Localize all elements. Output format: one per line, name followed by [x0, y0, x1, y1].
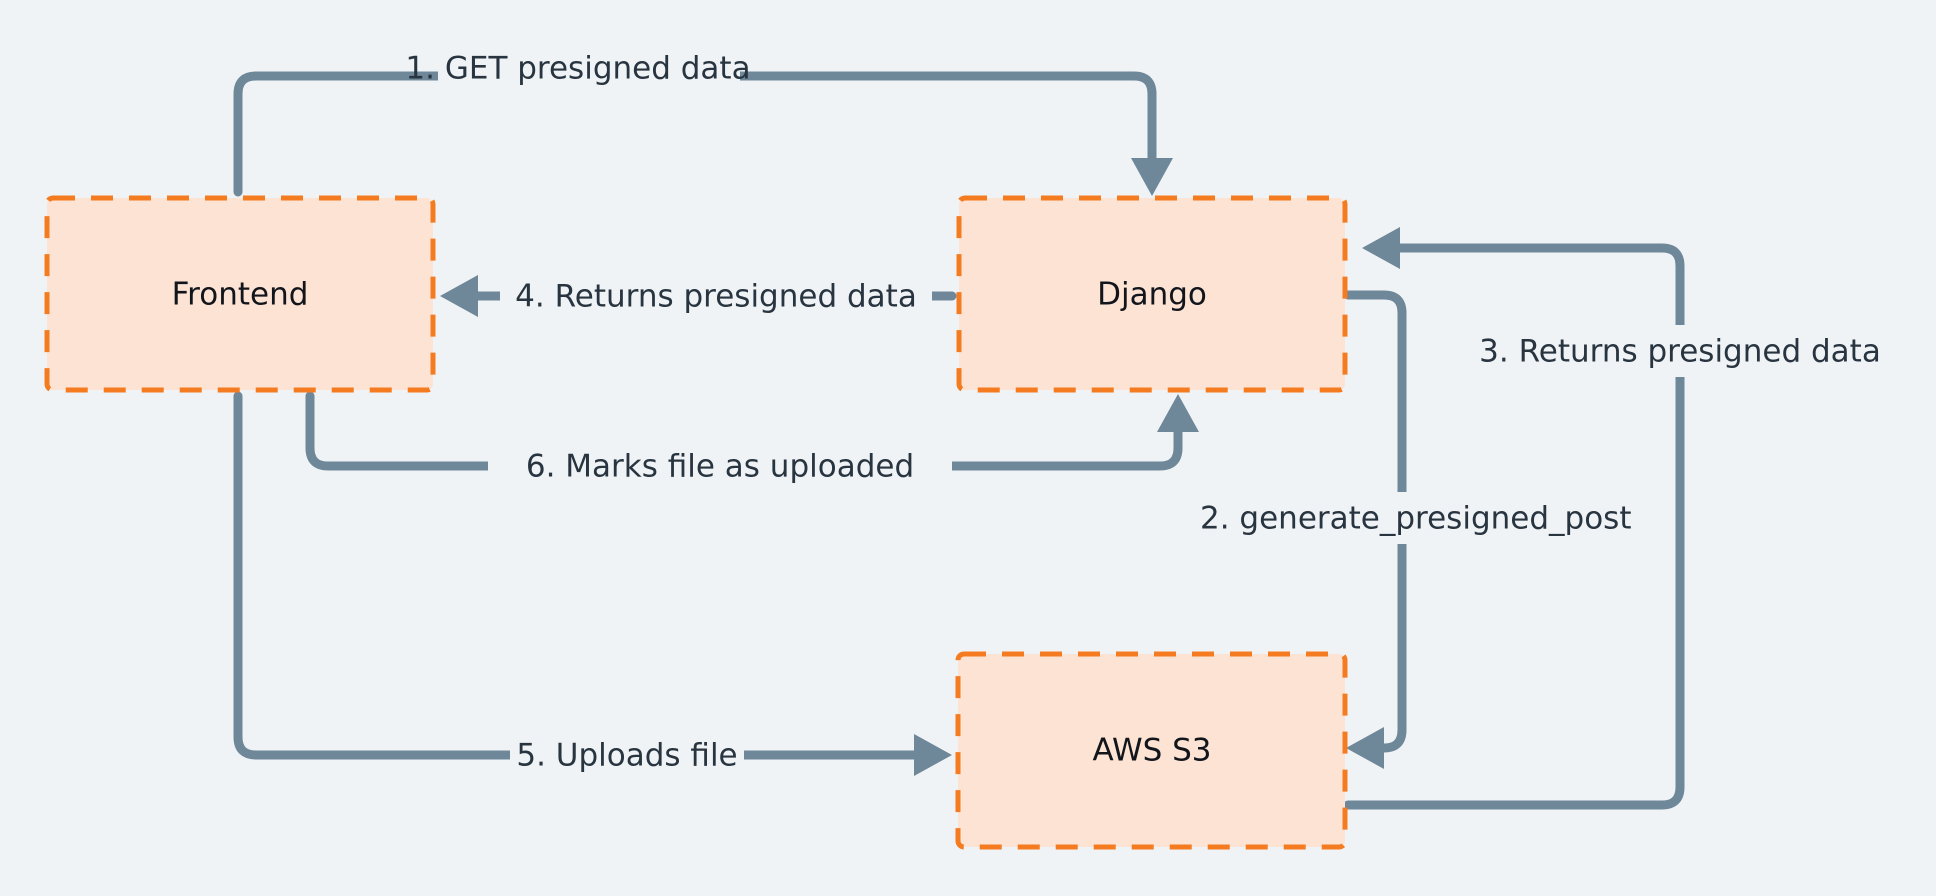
- edge-6-arrowhead: [1157, 394, 1199, 432]
- edge-3-label: 3. Returns presigned data: [1479, 334, 1881, 370]
- edge-3-arrowhead: [1362, 227, 1400, 269]
- edge-6-label: 6. Marks file as uploaded: [526, 449, 914, 485]
- edge-1-label: 1. GET presigned data: [405, 51, 750, 87]
- node-aws-s3-label: AWS S3: [1092, 733, 1211, 769]
- node-aws-s3-box[interactable]: [955, 651, 1348, 850]
- edge-5-label-shield: [510, 729, 744, 781]
- edge-6-label-shield: [488, 440, 952, 492]
- edge-2-label-shield: [1194, 492, 1570, 544]
- node-frontend[interactable]: Frontend: [44, 195, 436, 393]
- edge-1-get-presigned-data: 1. GET presigned data: [233, 50, 1173, 197]
- node-django-label: Django: [1097, 277, 1207, 313]
- edge-4-returns-presigned-data: 4. Returns presigned data: [440, 270, 957, 322]
- edge-2-generate-presigned-post: 2. generate_presigned_post: [1194, 290, 1631, 769]
- edge-5-label: 5. Uploads file: [516, 738, 737, 774]
- edge-3-label-shield: [1472, 325, 1892, 377]
- edge-2-arrowhead: [1346, 727, 1384, 769]
- node-frontend-box[interactable]: [44, 195, 436, 393]
- edge-4-label: 4. Returns presigned data: [515, 279, 917, 315]
- node-django[interactable]: Django: [956, 195, 1348, 393]
- node-frontend-label: Frontend: [172, 277, 309, 313]
- edge-6-marks-file-as-uploaded: 6. Marks file as uploaded: [305, 391, 1199, 492]
- edge-5-path: [233, 391, 923, 760]
- edge-4-arrowhead: [440, 275, 478, 317]
- edge-3-path: [1343, 243, 1685, 810]
- edge-5-uploads-file: 5. Uploads file: [233, 391, 952, 781]
- node-aws-s3[interactable]: AWS S3: [955, 651, 1348, 850]
- edge-1-arrowhead: [1131, 158, 1173, 196]
- edge-1-label-shield: [438, 50, 740, 102]
- edge-4-label-shield: [500, 270, 932, 322]
- edge-2-label: 2. generate_presigned_post: [1200, 501, 1631, 537]
- node-django-box[interactable]: [956, 195, 1348, 393]
- edge-3-returns-presigned-data: 3. Returns presigned data: [1343, 227, 1892, 810]
- edge-5-arrowhead: [914, 734, 952, 776]
